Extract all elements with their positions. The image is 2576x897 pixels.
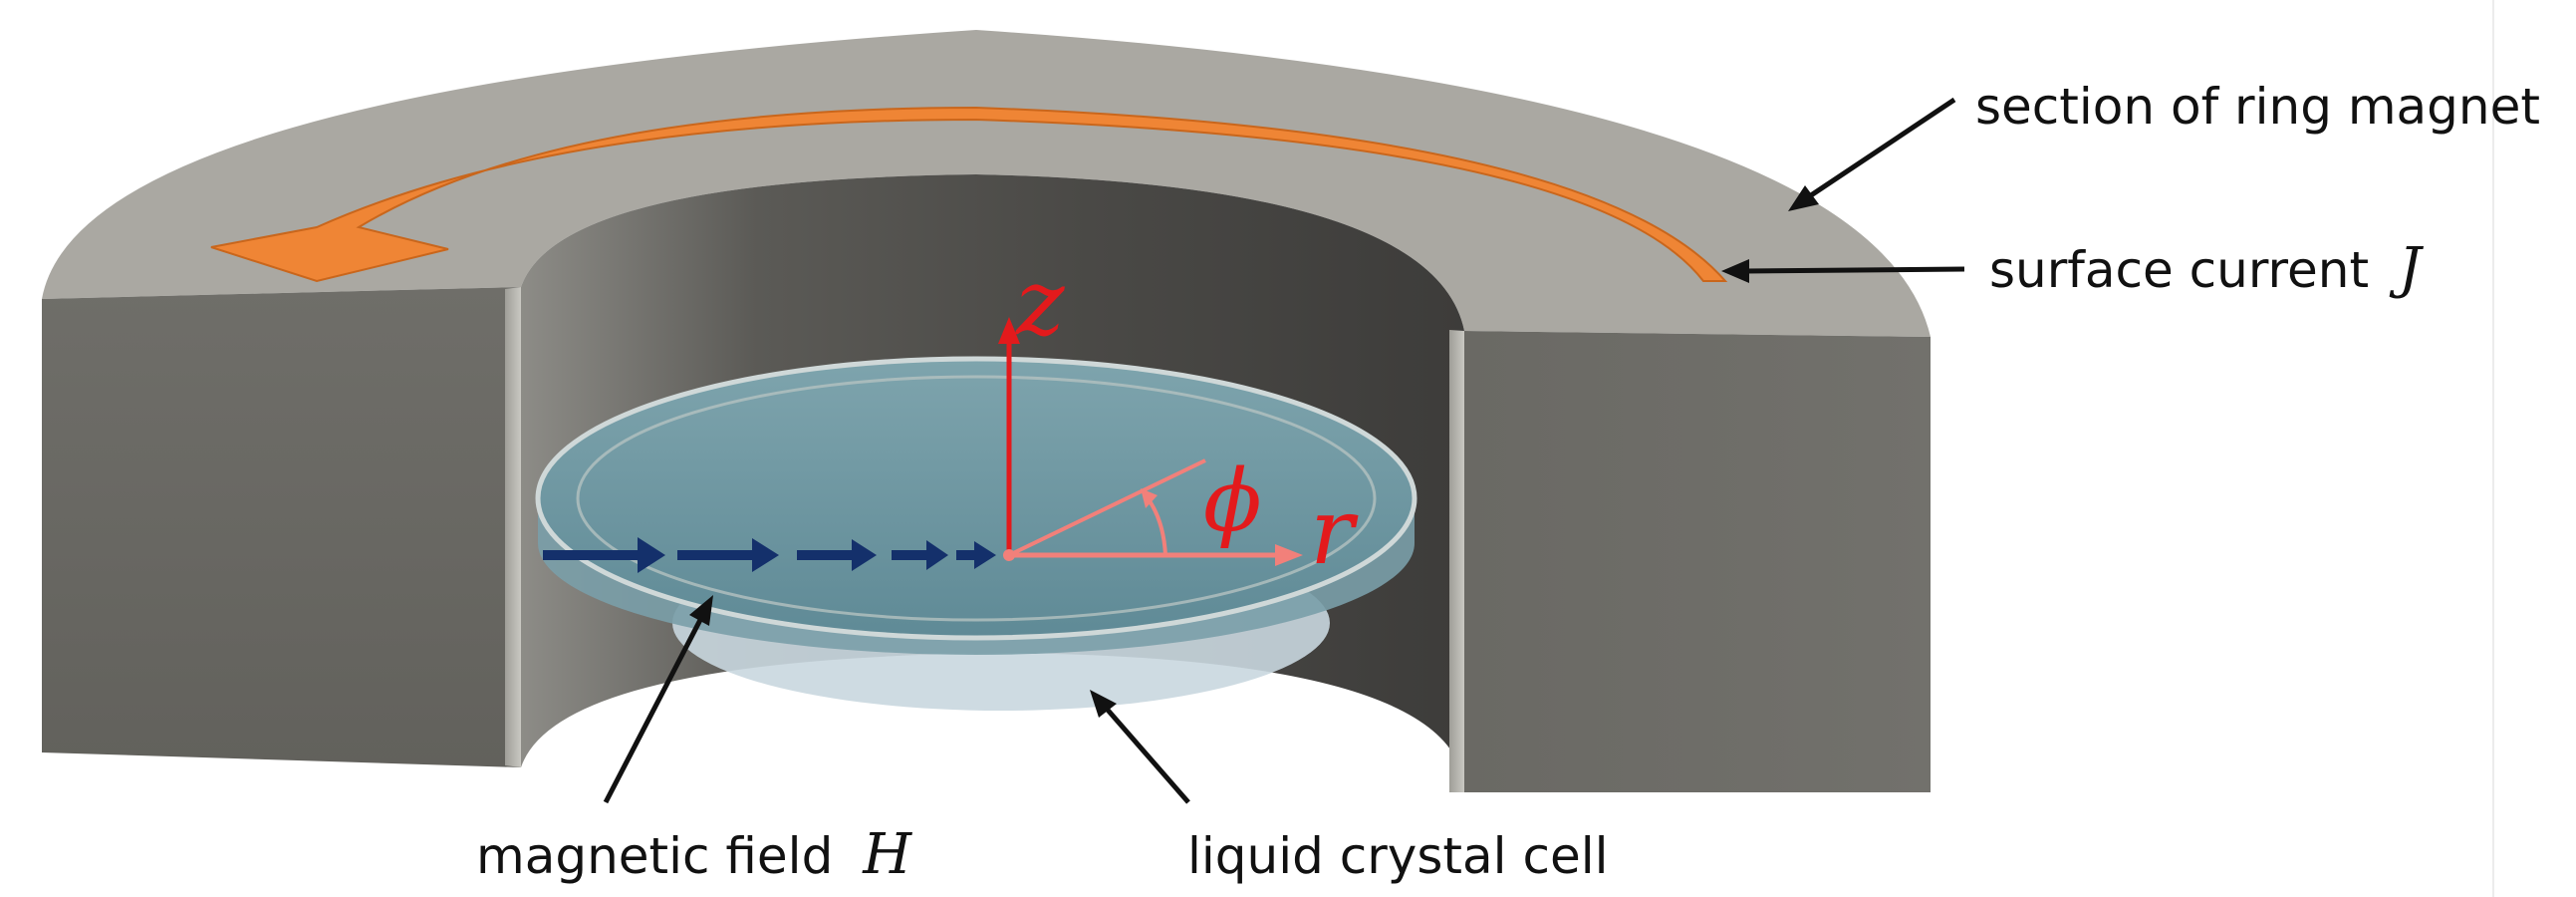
phi-direction-line: [1008, 458, 1206, 557]
pointer-arrow-icon: [1090, 690, 1117, 718]
curved-arrow-icon: [210, 106, 1728, 283]
r-axis-arrowhead: [1275, 544, 1303, 566]
pointer-liquid-crystal-cell: [1090, 690, 1190, 804]
pointer-ring-magnet: [1788, 97, 1956, 211]
ring-right-block: [1464, 331, 1931, 792]
pointer-arrow-icon: [1788, 185, 1819, 211]
r-axis-label: r: [1310, 478, 1359, 585]
right-arrow-icon: [543, 537, 665, 573]
surface-current-text: surface current: [1989, 241, 2369, 299]
label-pointers: [603, 97, 1965, 804]
ring-left-cut-face: [505, 287, 521, 767]
pointer-surface-current: [1721, 259, 1965, 283]
phi-label: ϕ: [1203, 451, 1262, 551]
magnetic-field-text: magnetic field: [476, 827, 833, 885]
pointer-magnetic-field: [603, 595, 713, 804]
liquid-crystal-cell: [535, 356, 1417, 711]
right-edge-divider: [2492, 0, 2494, 897]
origin-point: [1003, 549, 1015, 561]
surface-current-arrow: [210, 106, 1728, 283]
cell-top: [535, 356, 1417, 641]
label-surface-current: surface current J: [1989, 236, 2425, 301]
pointer-arrow-icon: [689, 595, 713, 626]
right-arrow-icon: [797, 539, 877, 571]
phi-arc-arrowhead: [1141, 488, 1158, 508]
cell-inner-ring: [576, 375, 1377, 622]
surface-current-symbol: J: [2389, 236, 2425, 301]
pointer-arrow-icon: [1721, 259, 1749, 283]
magnetic-field-symbol: H: [862, 822, 912, 887]
ring-top-surface: [42, 30, 1931, 337]
label-magnetic-field: magnetic field H: [476, 822, 912, 887]
right-arrow-icon: [677, 538, 779, 572]
label-liquid-crystal-cell: liquid crystal cell: [1187, 827, 1609, 885]
z-axis-arrowhead: [998, 317, 1020, 344]
magnetic-field-arrows: [543, 537, 996, 573]
right-arrow-icon: [892, 540, 948, 570]
ring-left-block: [42, 287, 521, 767]
label-ring-section: section of ring magnet: [1975, 78, 2540, 136]
z-axis-label: z: [1015, 249, 1065, 356]
ring-right-cut-face: [1449, 330, 1464, 792]
coordinate-axes: z r ϕ: [998, 249, 1359, 585]
right-arrow-icon: [956, 541, 996, 569]
